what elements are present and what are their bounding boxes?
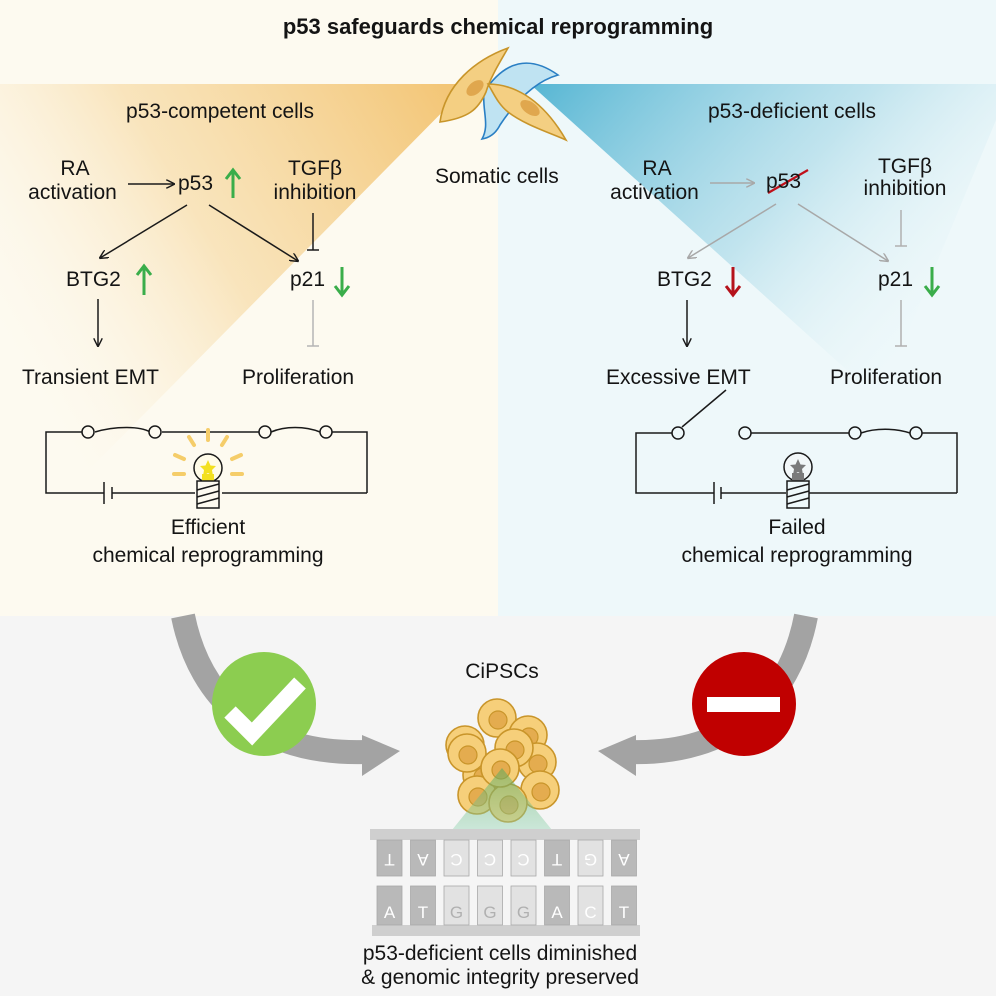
dna-top-base xyxy=(376,839,403,877)
left-emt: Transient EMT xyxy=(22,366,159,389)
p21-down-icon-right xyxy=(923,267,941,298)
dna-bottom-base xyxy=(544,885,570,926)
dna-bottom-base xyxy=(477,885,503,926)
right-emt: Excessive EMT xyxy=(606,366,751,389)
left-btg2: BTG2 xyxy=(66,268,121,291)
right-p21: p21 xyxy=(878,268,914,291)
dna-bottom-letter: G xyxy=(483,903,496,922)
btg2-down-icon xyxy=(724,267,742,298)
left-outcome-line1: Efficient xyxy=(170,516,246,539)
tgf-inhibits-p21-inactive xyxy=(895,210,907,247)
left-p21: p21 xyxy=(290,268,326,291)
right-ra-line1: RA xyxy=(642,157,672,180)
somatic-cells-label: Somatic cells xyxy=(435,165,559,188)
dna-bottom-letter: G xyxy=(517,903,530,922)
open-circuit xyxy=(635,389,958,504)
p21-inhibits-proliferation-right xyxy=(895,300,907,347)
right-outcome-line2: chemical reprogramming xyxy=(681,544,913,567)
p53-up-icon xyxy=(224,167,242,198)
dna-bottom-base xyxy=(410,885,436,926)
dna-bottom-letter: T xyxy=(619,903,629,922)
left-proliferation: Proliferation xyxy=(242,366,355,389)
dna-top-letter: C xyxy=(484,850,496,869)
left-outcome-line2: chemical reprogramming xyxy=(92,544,324,567)
dna-bottom-base xyxy=(443,885,470,926)
dna-bottom-base xyxy=(611,885,637,926)
cipsc-label: CiPSCs xyxy=(465,660,539,683)
left-ra-line2: activation xyxy=(28,181,117,204)
dna-top-base xyxy=(510,839,537,877)
dna-top-base xyxy=(611,839,637,877)
figure-title: p53 safeguards chemical reprogramming xyxy=(282,14,714,39)
dna-top-letter: T xyxy=(552,850,562,869)
right-proliferation: Proliferation xyxy=(830,366,943,389)
dna-bottom-letter: A xyxy=(551,903,563,922)
check-mark-icon xyxy=(212,652,316,756)
p53-to-btg2-arrow xyxy=(100,204,188,258)
tgf-inhibits-p21 xyxy=(307,213,319,251)
zoom-cone xyxy=(452,768,552,830)
dna-top-base xyxy=(477,839,503,877)
right-tgf-line1: TGFβ xyxy=(877,155,933,178)
p53-to-btg2-arrow-inactive xyxy=(688,203,777,258)
dna-top-letter: C xyxy=(517,850,529,869)
cipsc-cell xyxy=(477,698,517,738)
deficient-cone xyxy=(530,84,996,400)
unlit-bulb-icon xyxy=(783,452,813,509)
dna-top-letter: C xyxy=(450,850,462,869)
dna-top-base xyxy=(410,839,436,877)
right-outcome-line1: Failed xyxy=(768,516,826,539)
dna-strand-icon: T A C C C T G A A T G G G A C T xyxy=(370,829,640,936)
competent-cone xyxy=(0,84,470,560)
p53-to-p21-arrow xyxy=(208,204,298,261)
conclusion-line1: p53-deficient cells diminished xyxy=(362,942,638,965)
left-tgf-line1: TGFβ xyxy=(287,157,343,180)
dna-bottom-base xyxy=(577,885,604,926)
conclusion-line2: & genomic integrity preserved xyxy=(361,966,639,989)
lit-bulb-icon xyxy=(172,428,244,509)
right-ra-line2: activation xyxy=(610,181,699,204)
left-tgf-line2: inhibition xyxy=(273,181,357,204)
dna-bottom-base xyxy=(376,885,403,926)
p53-strike-line xyxy=(767,169,809,194)
p53-to-p21-arrow-inactive xyxy=(797,203,888,261)
right-header: p53-deficient cells xyxy=(707,100,877,123)
dna-top-base xyxy=(443,839,470,877)
dna-top-letter: A xyxy=(618,850,630,869)
left-header: p53-competent cells xyxy=(126,100,314,123)
dna-bottom-letter: T xyxy=(418,903,428,922)
closed-circuit xyxy=(45,425,368,504)
open-switch-lever xyxy=(681,389,727,428)
left-p53: p53 xyxy=(178,172,214,195)
no-entry-icon xyxy=(692,652,796,756)
somatic-cells-icon xyxy=(439,46,568,142)
dna-bottom-letter: C xyxy=(584,903,596,922)
right-btg2: BTG2 xyxy=(657,268,712,291)
dna-bottom-letter: A xyxy=(384,903,396,922)
dna-top-base xyxy=(577,839,604,877)
p21-down-icon xyxy=(333,267,351,298)
right-tgf-line2: inhibition xyxy=(863,177,947,200)
right-p53-struck: p53 xyxy=(766,170,802,193)
dna-top-letter: A xyxy=(417,850,429,869)
p21-inhibits-proliferation xyxy=(307,300,319,347)
dna-bottom-base xyxy=(510,885,537,926)
dna-top-letter: T xyxy=(384,850,394,869)
dna-top-base xyxy=(544,839,570,877)
btg2-up-icon xyxy=(135,263,153,295)
dna-bottom-letter: G xyxy=(450,903,463,922)
dna-top-letter: G xyxy=(584,850,597,869)
left-ra-line1: RA xyxy=(60,157,90,180)
cipsc-cell xyxy=(447,733,487,773)
